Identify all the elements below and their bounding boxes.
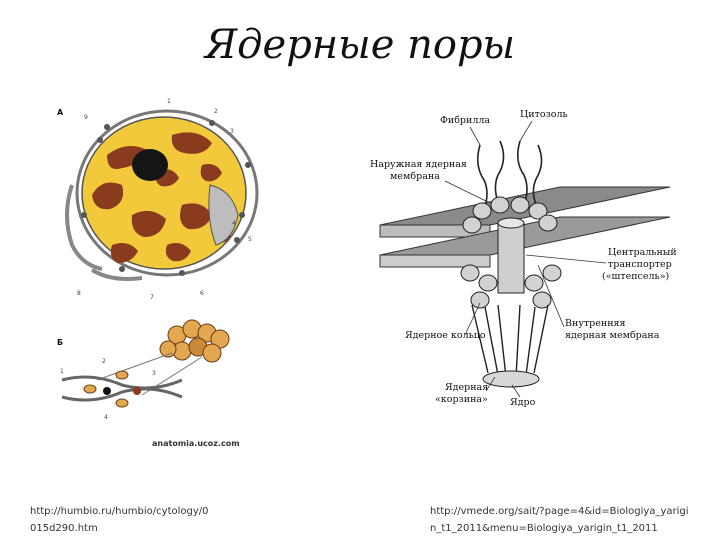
- num-5: 5: [248, 236, 252, 243]
- label-basket-2: «корзина»: [435, 394, 488, 405]
- label-inner-membrane-1: Внутренняя: [565, 318, 626, 329]
- num-3: 3: [230, 128, 234, 135]
- fibrils: [476, 140, 543, 211]
- er-membrane-left: [65, 184, 103, 271]
- b-num-1: 1: [60, 368, 64, 375]
- pore-dots: [81, 120, 251, 276]
- inner-membrane-edge: [379, 254, 491, 268]
- central-transporter: [497, 222, 525, 294]
- num-7: 7: [150, 294, 154, 301]
- num-2: 2: [214, 108, 218, 115]
- source-right-line2: n_t1_2011&menu=Biologiya_yarigin_t1_2011: [430, 523, 658, 534]
- label-nuclear-ring: Ядерное кольцо: [405, 330, 486, 341]
- b-num-3: 3: [152, 370, 156, 377]
- transporter-top: [497, 217, 525, 229]
- cell-nucleus-figure: А 1 2 3: [57, 98, 259, 448]
- label-fibril: Фибрилла: [440, 115, 490, 126]
- source-link-right[interactable]: http://vmede.org/sait/?page=4&id=Biologi…: [430, 503, 690, 537]
- slide-title: Ядерные поры: [204, 22, 516, 68]
- label-transporter-3: («штепсель»): [602, 271, 669, 282]
- label-outer-membrane-1: Наружная ядерная: [370, 159, 467, 170]
- panel-b-label: Б: [57, 338, 63, 347]
- label-transporter-1: Центральный: [608, 247, 677, 258]
- b-num-4: 4: [104, 414, 108, 421]
- pore-complex-cluster: [159, 319, 230, 363]
- label-inner-membrane-2: ядерная мембрана: [565, 330, 660, 341]
- nuclear-ring: [460, 264, 562, 309]
- leader-lines: [444, 120, 607, 398]
- num-4: 4: [232, 220, 236, 227]
- label-cytosol: Цитозоль: [520, 109, 568, 120]
- terminal-ring: [482, 370, 540, 388]
- label-nucleus: Ядро: [510, 397, 536, 408]
- label-basket-1: Ядерная: [445, 382, 488, 393]
- basket-fibrils: [471, 304, 549, 378]
- source-right-line1: http://vmede.org/sait/?page=4&id=Biologi…: [430, 506, 689, 517]
- num-8: 8: [77, 290, 81, 297]
- num-1: 1: [167, 98, 171, 105]
- label-outer-membrane-2: мембрана: [390, 171, 440, 182]
- grey-region: [208, 184, 239, 246]
- leader-line-1: [96, 352, 173, 381]
- source-left-line1: http://humbio.ru/humbio/cytology/0: [30, 506, 209, 517]
- num-6: 6: [200, 290, 204, 297]
- nuclear-envelope: [75, 109, 259, 277]
- num-9: 9: [84, 114, 88, 121]
- nucleolus: [132, 149, 168, 181]
- er-membrane-bottom: [90, 268, 143, 281]
- watermark: anatomia.ucoz.com: [152, 439, 240, 448]
- pore-section: [61, 370, 183, 408]
- source-left-line2: 015d290.htm: [30, 523, 98, 534]
- cytoplasmic-ring: [462, 196, 558, 234]
- label-transporter-2: транспортер: [608, 259, 672, 270]
- panel-a-label: А: [57, 108, 64, 117]
- source-link-left[interactable]: http://humbio.ru/humbio/cytology/0 015d2…: [30, 503, 240, 537]
- chromatin-blobs: [92, 132, 231, 263]
- nuclear-pore-diagram: Фибрилла Цитозоль Наружная ядерная мембр…: [370, 109, 677, 408]
- b-num-2: 2: [102, 358, 106, 365]
